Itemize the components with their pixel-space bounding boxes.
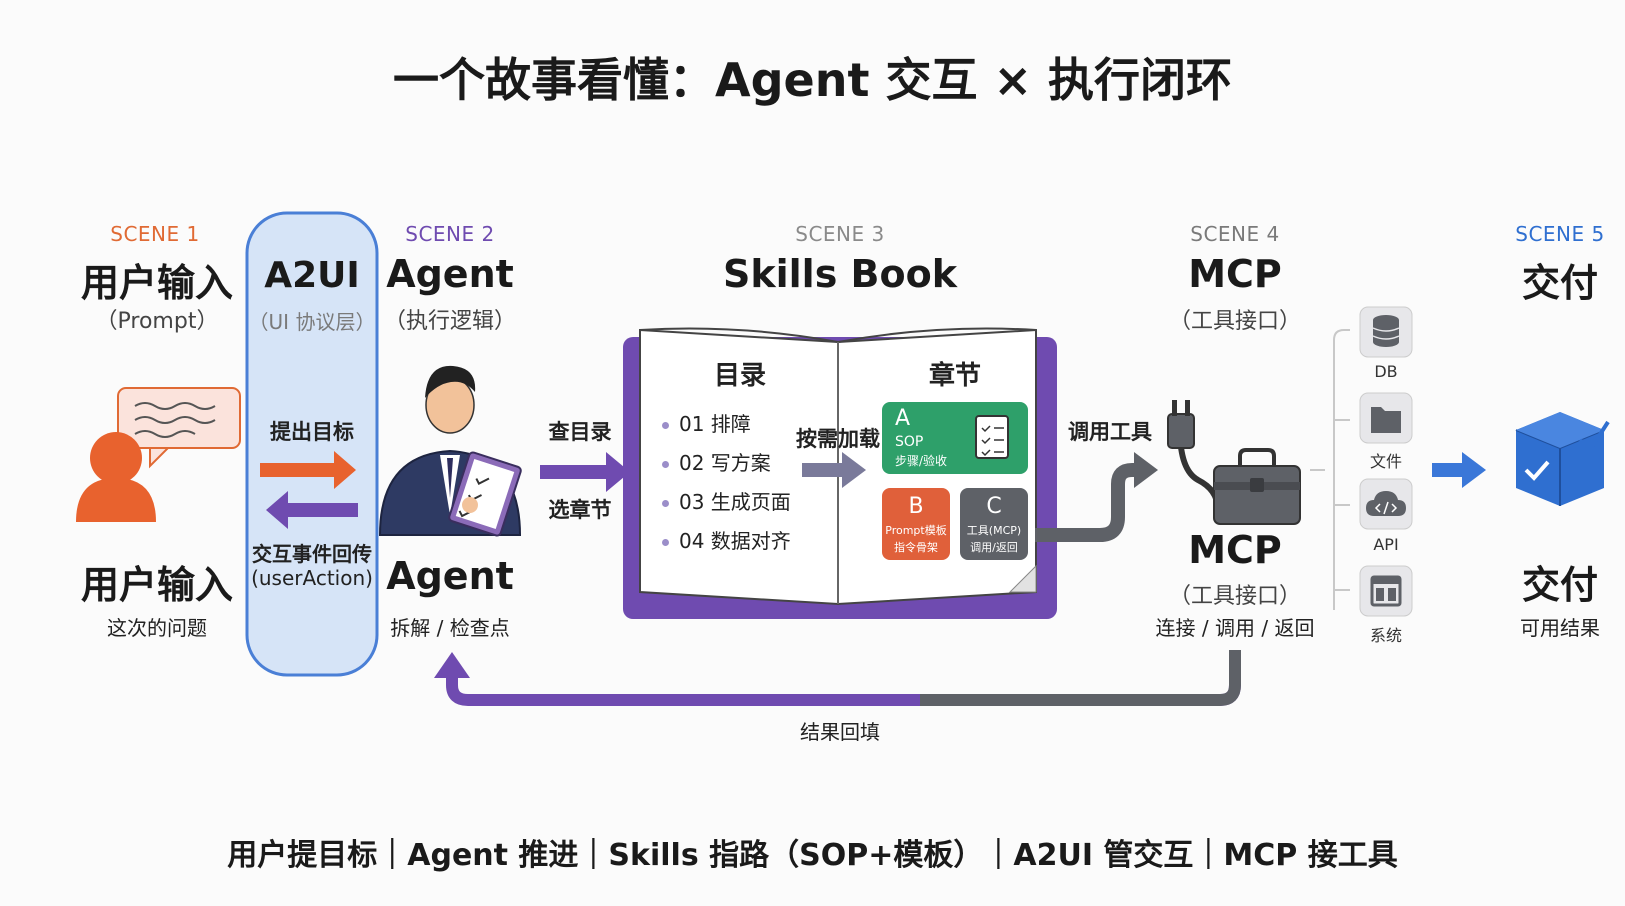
chapter-b-card	[882, 488, 950, 560]
toc-item: 03 生成页面	[662, 486, 791, 515]
system-label-api: API	[1373, 535, 1399, 554]
chapter-c-letter: C	[986, 494, 1002, 519]
scene2-title: Agent	[386, 252, 514, 296]
window-icon	[1359, 565, 1413, 617]
call-tool-label: 调用工具	[1068, 420, 1152, 444]
a2ui-subtitle: （UI 协议层）	[248, 310, 376, 334]
checklist-icon	[975, 415, 1009, 459]
toc-item: 02 写方案	[662, 447, 771, 476]
scene2-subtitle: （执行逻辑）	[383, 309, 516, 334]
chapter-b-desc: 指令骨架	[894, 541, 938, 554]
a2ui-title: A2UI	[264, 255, 360, 296]
toc-heading: 目录	[713, 361, 766, 391]
scene4-label: SCENE 4	[1190, 222, 1280, 246]
toc-item: 04 数据对齐	[662, 525, 791, 554]
system-label-system: 系统	[1369, 626, 1402, 645]
scene5-bottom-title: 交付	[1521, 563, 1598, 607]
chapter-a-desc: 步骤/验收	[895, 454, 948, 468]
scene3-title: Skills Book	[722, 252, 957, 296]
system-label-db: DB	[1374, 362, 1398, 381]
to-delivery-arrow	[1432, 452, 1486, 488]
chapter-heading: 章节	[928, 361, 981, 391]
a2ui-column	[245, 211, 379, 677]
a2ui-back-label-2: (userAction)	[251, 566, 373, 590]
footer-summary: 用户提目标｜Agent 推进｜Skills 指路（SOP+模板）｜A2UI 管交…	[227, 838, 1398, 873]
scene4-bottom-title: MCP	[1188, 528, 1282, 572]
scene1-bottom-sub: 这次的问题	[107, 616, 207, 640]
chapter-c-desc: 调用/返回	[970, 541, 1018, 554]
page-title: 一个故事看懂：Agent 交互 × 执行闭环	[392, 53, 1233, 107]
scene3-label: SCENE 3	[795, 222, 885, 246]
scene2-bottom-title: Agent	[386, 554, 514, 598]
a2ui-back-arrow	[266, 491, 358, 529]
scene4-bottom-sub2: 连接 / 调用 / 返回	[1155, 616, 1315, 640]
user-icon	[76, 387, 241, 522]
chapter-a-name: SOP	[895, 434, 924, 450]
scene4-bottom-sub1: （工具接口）	[1168, 584, 1301, 609]
system-label-file: 文件	[1369, 452, 1402, 471]
a2ui-forward-label: 提出目标	[270, 420, 354, 444]
folder-icon	[1359, 392, 1413, 444]
feedback-label: 结果回填	[800, 720, 880, 744]
systems-bracket	[1310, 329, 1350, 610]
scene1-bottom-title: 用户输入	[80, 563, 233, 607]
book-to-mcp-arrow	[1035, 452, 1158, 542]
load-label: 按需加载	[796, 427, 880, 451]
feedback-loop-arrow	[434, 650, 1241, 706]
toc-item: 01 排障	[662, 408, 751, 437]
scene5-title: 交付	[1521, 261, 1598, 305]
load-arrow	[802, 452, 866, 488]
scene1-label: SCENE 1	[110, 222, 200, 246]
a2ui-forward-arrow	[260, 451, 356, 489]
scene1-subtitle: （Prompt）	[95, 309, 219, 334]
plug-toolbox-icon	[1167, 400, 1301, 525]
scene2-bottom-sub: 拆解 / 检查点	[390, 616, 510, 640]
select-chapter-label: 选章节	[548, 498, 612, 522]
chapter-c-card	[960, 488, 1028, 560]
agent-person-icon	[378, 365, 522, 537]
chapter-c-name: 工具(MCP)	[966, 524, 1022, 537]
scene5-label: SCENE 5	[1515, 222, 1605, 246]
agent-to-book-arrow	[540, 452, 630, 492]
chapter-b-letter: B	[908, 494, 924, 519]
scene2-label: SCENE 2	[405, 222, 495, 246]
scene4-subtitle: （工具接口）	[1168, 309, 1301, 334]
chapter-a-letter: A	[895, 406, 911, 431]
delivery-box-icon	[1515, 412, 1610, 506]
database-icon	[1359, 306, 1413, 358]
scene4-title: MCP	[1188, 252, 1282, 296]
a2ui-back-label: 交互事件回传	[252, 542, 372, 566]
check-toc-label: 查目录	[548, 420, 612, 444]
scene5-bottom-sub: 可用结果	[1520, 616, 1600, 640]
cloud-code-icon	[1359, 478, 1413, 530]
chapter-b-name: Prompt模板	[885, 524, 947, 537]
scene1-title: 用户输入	[80, 261, 233, 305]
